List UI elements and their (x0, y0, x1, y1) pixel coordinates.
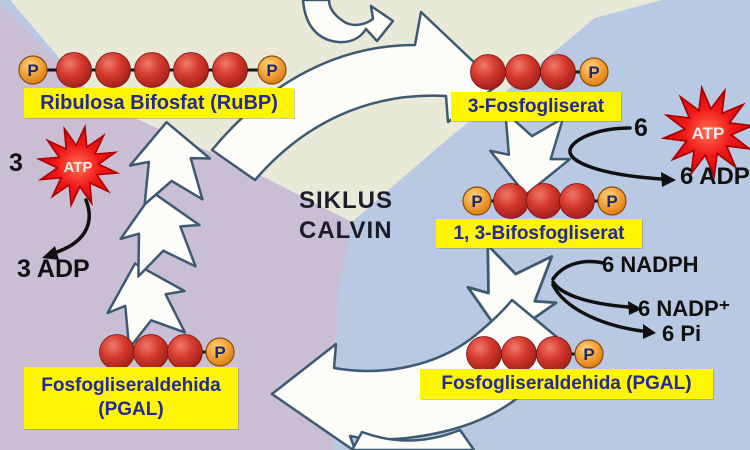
adp-right-text: 6 ADP (680, 163, 750, 190)
carbon-ball (526, 183, 562, 219)
molecule-pgal_left: P (99, 334, 235, 370)
carbon-ball (501, 336, 537, 372)
cycle-arrow-top-curl-icon (301, 0, 395, 44)
adp-left-text: 3 ADP (17, 255, 90, 283)
phosphate-label: P (583, 345, 594, 364)
reaction-arrow-pi-out (551, 283, 644, 333)
reaction-arrow-nadp-out (551, 280, 630, 309)
phosphate-label: P (588, 63, 599, 82)
title-line2: CALVIN (299, 217, 393, 244)
label-3-fosfogliserat: 3-Fosfogliserat (451, 92, 621, 121)
phosphate-circle (18, 55, 48, 85)
cycle-arrow-output-icon (350, 428, 476, 450)
carbon-ball (212, 52, 248, 88)
nadp-text: 6 NADP⁺ (638, 296, 731, 321)
pi-text: 6 Pi (662, 321, 702, 346)
label-pgal-left: Fosfogliseraldehida (PGAL) (24, 367, 238, 429)
label-13-bifosfogliserat: 1, 3-Bifosfogliserat (436, 219, 642, 248)
molecule-pgal_right: P (466, 336, 604, 372)
carbon-ball (536, 336, 572, 372)
carbon-ball (99, 334, 135, 370)
phosphate-circle (257, 55, 287, 85)
carbon-ball (133, 334, 169, 370)
phosphate-circle (574, 339, 604, 369)
atp-left-count: 3 (9, 149, 23, 177)
carbon-ball (470, 54, 506, 90)
carbon-ball (56, 52, 92, 88)
nadph-text: 6 NADPH (602, 252, 699, 277)
carbon-ball (134, 52, 170, 88)
arrowhead-pi-icon (643, 324, 656, 339)
carbon-ball (540, 54, 576, 90)
phosphate-label: P (471, 192, 482, 211)
carbon-ball (493, 183, 529, 219)
atp-left-label: ATP (64, 159, 93, 176)
carbon-ball (505, 54, 541, 90)
arrowhead-adp-left-icon (42, 246, 59, 260)
carbon-ball (167, 334, 203, 370)
phosphate-label: P (27, 61, 38, 80)
diagram-title: SIKLUS CALVIN (299, 186, 393, 246)
reaction-arrow-atp-adp-right (568, 126, 664, 181)
carbon-ball (466, 336, 502, 372)
atp-right-count: 6 (634, 114, 648, 142)
title-line1: SIKLUS (299, 187, 394, 214)
phosphate-circle (462, 186, 492, 216)
label-pgal-left-line2: (PGAL) (98, 399, 164, 420)
reaction-arrow-nadph-in (551, 259, 606, 281)
phosphate-label: P (266, 61, 277, 80)
phosphate-circle (205, 337, 235, 367)
atp-right-label: ATP (692, 124, 725, 143)
reaction-arrow-atp-adp-left (52, 198, 91, 255)
label-rubp: Ribulosa Bifosfat (RuBP) (24, 88, 294, 118)
molecule-pga: P (470, 54, 609, 90)
arrowhead-adp-right-icon (661, 172, 676, 187)
carbon-ball (173, 52, 209, 88)
carbon-ball (559, 183, 595, 219)
carbon-ball (95, 52, 131, 88)
phosphate-circle (579, 57, 609, 87)
label-pgal-right: Fosfogliseraldehida (PGAL) (420, 369, 713, 399)
phosphate-circle (597, 186, 627, 216)
phosphate-label: P (606, 192, 617, 211)
arrowhead-nadp-icon (628, 301, 642, 315)
phosphate-label: P (214, 343, 225, 362)
label-pgal-left-line1: Fosfogliseraldehida (41, 375, 221, 397)
